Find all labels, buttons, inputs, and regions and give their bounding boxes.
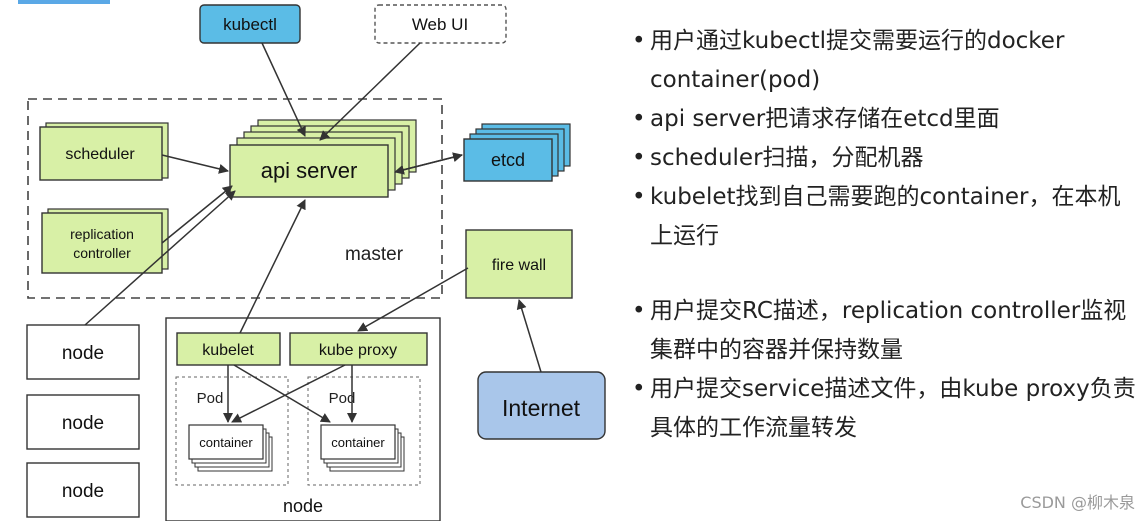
arrow-node-api bbox=[84, 190, 236, 326]
bullet-6: 用户提交service描述文件，由kube proxy负责具体的工作流量转发 bbox=[632, 370, 1137, 448]
api-server-stack bbox=[229, 119, 417, 198]
kubectl-box bbox=[199, 4, 301, 44]
internet-label: Internet bbox=[502, 395, 581, 421]
scheduler-box bbox=[39, 126, 163, 181]
arrow-rc-api bbox=[161, 185, 233, 244]
arrow-kubelet-api bbox=[239, 199, 306, 334]
explanation-list: 用户通过kubectl提交需要运行的docker container(pod) … bbox=[632, 22, 1137, 448]
kube-proxy-label: kube proxy bbox=[319, 342, 397, 359]
container-1-label: container bbox=[199, 435, 253, 450]
etcd-stack bbox=[463, 123, 571, 182]
kubelet-label: kubelet bbox=[202, 342, 254, 359]
bullet-2: api server把请求存储在etcd里面 bbox=[632, 100, 1137, 139]
web-ui-box bbox=[374, 4, 507, 44]
arrow-proxy-container-1 bbox=[231, 364, 346, 423]
arrow-kubectl-api bbox=[261, 42, 306, 137]
kubectl-label: kubectl bbox=[223, 15, 277, 34]
container-2-label: container bbox=[331, 435, 385, 450]
bullet-1: 用户通过kubectl提交需要运行的docker container(pod) bbox=[632, 22, 1137, 100]
replication-controller-label-2: controller bbox=[73, 245, 131, 261]
bullet-5: 用户提交RC描述，replication controller监视集群中的容器并… bbox=[632, 292, 1137, 370]
bullet-gap bbox=[632, 256, 1137, 292]
api-server-label: api server bbox=[261, 158, 358, 183]
top-accent-bar bbox=[18, 0, 110, 4]
node-box-3 bbox=[26, 462, 140, 518]
arrow-etcd-api bbox=[394, 154, 463, 175]
kubelet-box bbox=[176, 332, 281, 366]
arrow-scheduler-api bbox=[161, 154, 229, 174]
scheduler-label: scheduler bbox=[65, 146, 135, 163]
node-box-1 bbox=[26, 324, 140, 380]
internet-box bbox=[477, 371, 606, 440]
node-label-3: node bbox=[62, 481, 104, 502]
node-label-2: node bbox=[62, 413, 104, 434]
node-label-1: node bbox=[62, 343, 104, 364]
pod-1-label: Pod bbox=[197, 390, 224, 407]
arrow-kubelet-container-2 bbox=[233, 364, 331, 423]
pod-2-label: Pod bbox=[329, 390, 356, 407]
replication-controller-label-1: replication bbox=[70, 226, 134, 242]
etcd-label: etcd bbox=[491, 150, 525, 170]
bullet-4: kubelet找到自己需要跑的container，在本机上运行 bbox=[632, 178, 1137, 256]
kube-proxy-box bbox=[289, 332, 428, 366]
watermark: CSDN @柳木泉 bbox=[1020, 493, 1135, 512]
node-main-label: node bbox=[283, 496, 323, 516]
fire-wall-box bbox=[465, 229, 573, 299]
arrow-firewall-proxy bbox=[357, 267, 469, 332]
master-label: master bbox=[345, 244, 404, 265]
bullet-3: scheduler扫描，分配机器 bbox=[632, 139, 1137, 178]
fire-wall-label: fire wall bbox=[492, 257, 546, 274]
arrow-internet-firewall bbox=[516, 299, 542, 373]
arrow-webui-api bbox=[319, 42, 421, 141]
node-box-2 bbox=[26, 394, 140, 450]
container-1-stack bbox=[188, 424, 273, 472]
replication-controller-box bbox=[41, 212, 163, 274]
container-2-stack bbox=[320, 424, 405, 472]
web-ui-label: Web UI bbox=[412, 15, 468, 34]
master-region bbox=[27, 98, 443, 299]
